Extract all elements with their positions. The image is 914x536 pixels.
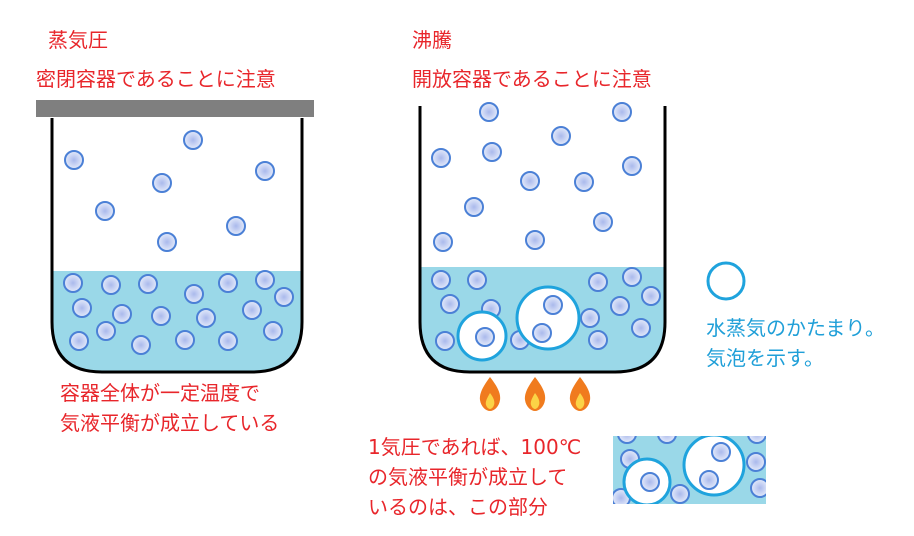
flame-icon bbox=[479, 377, 501, 411]
flame-icon bbox=[524, 377, 546, 411]
molecules-right-vapor bbox=[431, 102, 642, 252]
molecule-icon bbox=[433, 232, 453, 252]
molecule-icon bbox=[610, 296, 630, 316]
molecule-icon bbox=[263, 321, 283, 341]
molecules-left bbox=[63, 130, 294, 355]
molecule-icon bbox=[525, 230, 545, 250]
molecule-icon bbox=[184, 284, 204, 304]
caption-line: 気液平衡が成立している bbox=[60, 411, 280, 435]
bubble-caption: 水蒸気のかたまり。 気泡を示す。 bbox=[706, 313, 885, 373]
molecule-icon bbox=[593, 212, 613, 232]
molecule-icon bbox=[612, 102, 632, 122]
beaker-right-outline bbox=[418, 106, 667, 374]
molecule-icon bbox=[63, 273, 83, 293]
molecule-icon bbox=[440, 294, 460, 314]
molecule-icon bbox=[255, 161, 275, 181]
boiling-heading: 沸騰 bbox=[412, 28, 452, 52]
molecule-icon bbox=[435, 331, 455, 351]
molecule-icon bbox=[95, 201, 115, 221]
bubble-legend-icon bbox=[706, 261, 746, 301]
molecule-icon bbox=[640, 472, 660, 492]
molecule-icon bbox=[711, 442, 731, 462]
caption-line: 1気圧であれば、100℃ bbox=[368, 435, 582, 459]
molecule-icon bbox=[138, 274, 158, 294]
molecule-icon bbox=[670, 484, 690, 504]
bottom-caption: 1気圧であれば、100℃ の気液平衡が成立して いるのは、この部分 bbox=[368, 432, 581, 522]
molecule-icon bbox=[151, 306, 171, 326]
molecule-icon bbox=[242, 300, 262, 320]
open-container bbox=[418, 102, 667, 374]
molecule-icon bbox=[131, 335, 151, 355]
molecule-icon bbox=[475, 327, 495, 347]
molecule-icon bbox=[64, 150, 84, 170]
molecule-icon bbox=[218, 331, 238, 351]
molecule-icon bbox=[69, 331, 89, 351]
molecule-icon bbox=[101, 275, 121, 295]
molecule-icon bbox=[622, 156, 642, 176]
molecule-icon bbox=[699, 470, 719, 490]
molecule-icon bbox=[657, 436, 677, 444]
closed-container bbox=[36, 100, 314, 374]
molecule-icon bbox=[750, 478, 766, 498]
zoom-panel bbox=[613, 436, 766, 504]
molecule-icon bbox=[551, 126, 571, 146]
molecule-icon bbox=[482, 142, 502, 162]
molecule-icon bbox=[532, 323, 552, 343]
molecule-icon bbox=[622, 267, 642, 287]
molecule-icon bbox=[574, 172, 594, 192]
molecule-icon bbox=[175, 330, 195, 350]
molecule-icon bbox=[226, 216, 246, 236]
caption-line: 水蒸気のかたまり。 bbox=[706, 316, 885, 340]
molecule-icon bbox=[747, 436, 766, 444]
lid bbox=[36, 100, 314, 117]
molecule-icon bbox=[255, 270, 275, 290]
open-container-note: 開放容器であることに注意 bbox=[412, 67, 652, 91]
caption-line: いるのは、この部分 bbox=[368, 495, 548, 519]
flames bbox=[479, 377, 591, 411]
molecule-icon bbox=[431, 148, 451, 168]
molecule-icon bbox=[543, 295, 563, 315]
molecule-icon bbox=[218, 273, 238, 293]
beaker-left-outline bbox=[50, 118, 304, 374]
closed-container-note: 密閉容器であることに注意 bbox=[36, 67, 276, 91]
molecules-right-liquid bbox=[431, 267, 661, 351]
molecule-icon bbox=[157, 232, 177, 252]
molecule-icon bbox=[746, 452, 766, 472]
molecule-icon bbox=[152, 173, 172, 193]
molecule-icon bbox=[112, 304, 132, 324]
molecule-icon bbox=[580, 308, 600, 328]
molecule-icon bbox=[588, 272, 608, 292]
molecule-icon bbox=[183, 130, 203, 150]
molecule-icon bbox=[520, 171, 540, 191]
bubbles-in-liquid bbox=[456, 285, 581, 362]
molecule-icon bbox=[274, 287, 294, 307]
molecule-icon bbox=[467, 270, 487, 290]
vapor-pressure-heading: 蒸気圧 bbox=[48, 28, 108, 52]
caption-line: の気液平衡が成立して bbox=[368, 465, 568, 489]
flame-icon bbox=[569, 377, 591, 411]
equilibrium-caption: 容器全体が一定温度で 気液平衡が成立している bbox=[60, 378, 279, 438]
caption-line: 気泡を示す。 bbox=[706, 346, 824, 370]
molecule-icon bbox=[617, 436, 637, 444]
molecule-icon bbox=[588, 330, 608, 350]
molecule-icon bbox=[464, 197, 484, 217]
molecule-icon bbox=[431, 270, 451, 290]
molecule-icon bbox=[631, 318, 651, 338]
caption-line: 容器全体が一定温度で bbox=[60, 381, 260, 405]
molecule-icon bbox=[196, 308, 216, 328]
molecule-icon bbox=[479, 102, 499, 122]
molecule-icon bbox=[72, 298, 92, 318]
molecule-icon bbox=[96, 321, 116, 341]
molecule-icon bbox=[641, 286, 661, 306]
